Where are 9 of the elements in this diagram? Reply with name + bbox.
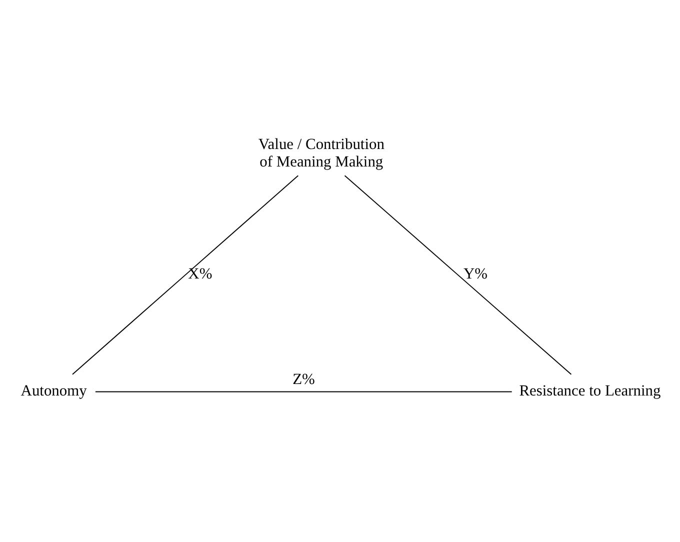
node-text: Resistance to Learning bbox=[519, 382, 661, 400]
node-text: Autonomy bbox=[20, 382, 87, 400]
connector bbox=[72, 175, 299, 375]
edge-label: Z% bbox=[292, 370, 315, 388]
connector bbox=[94, 391, 512, 392]
edge-label: Y% bbox=[463, 266, 488, 283]
edge-label: X% bbox=[188, 266, 212, 283]
node-text: Value / Contribution of Meaning Making bbox=[258, 136, 384, 170]
connector bbox=[344, 175, 572, 375]
